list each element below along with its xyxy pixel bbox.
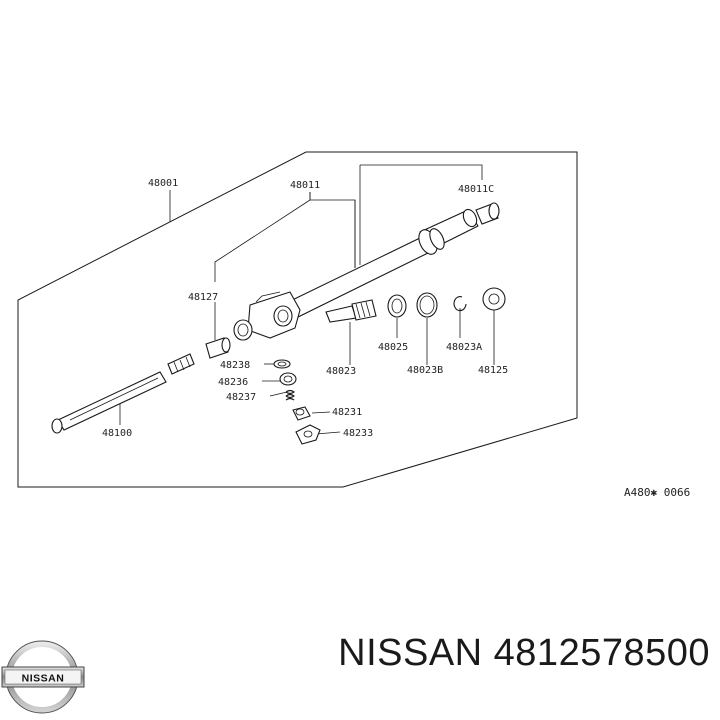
part-48236-retainer [279, 372, 297, 386]
label-48236: 48236 [218, 377, 248, 388]
part-48023a-snap-ring [453, 296, 467, 312]
label-48233: 48233 [343, 428, 373, 439]
label-48100: 48100 [102, 428, 132, 439]
part-48100-rack-bar [51, 353, 195, 434]
part-48011c-bushing [475, 202, 500, 225]
label-48023a: 48023A [446, 342, 482, 353]
label-48023: 48023 [326, 366, 356, 377]
part-48025-bearing [387, 294, 407, 318]
label-48011c: 48011C [458, 184, 494, 195]
label-48011: 48011 [290, 180, 320, 191]
diagram-reference: A480✱ 0066 [624, 486, 690, 499]
label-48025: 48025 [378, 342, 408, 353]
part-48127-bushing [205, 337, 231, 359]
diagram-frame [17, 151, 578, 488]
gear-housing [233, 291, 301, 341]
label-48231: 48231 [332, 407, 362, 418]
label-48001: 48001 [148, 178, 178, 189]
part-48231-plug [292, 406, 311, 421]
part-48023b-seal [416, 292, 438, 318]
nissan-logo: NISSAN [1, 640, 85, 714]
rack-tube [281, 208, 479, 321]
label-48127: 48127 [188, 292, 218, 303]
part-caption: NISSAN 4812578500 [338, 632, 710, 674]
label-48238: 48238 [220, 360, 250, 371]
label-48237: 48237 [226, 392, 256, 403]
part-48238-washer [273, 359, 291, 369]
part-48237-spring [285, 389, 295, 401]
part-48023-pinion [325, 299, 377, 323]
part-48125-nut [482, 287, 506, 311]
label-48023b: 48023B [407, 365, 443, 376]
part-48233-locknut [295, 424, 321, 445]
label-48125: 48125 [478, 365, 508, 376]
logo-wordmark: NISSAN [22, 673, 65, 685]
leader-lines [119, 164, 495, 435]
